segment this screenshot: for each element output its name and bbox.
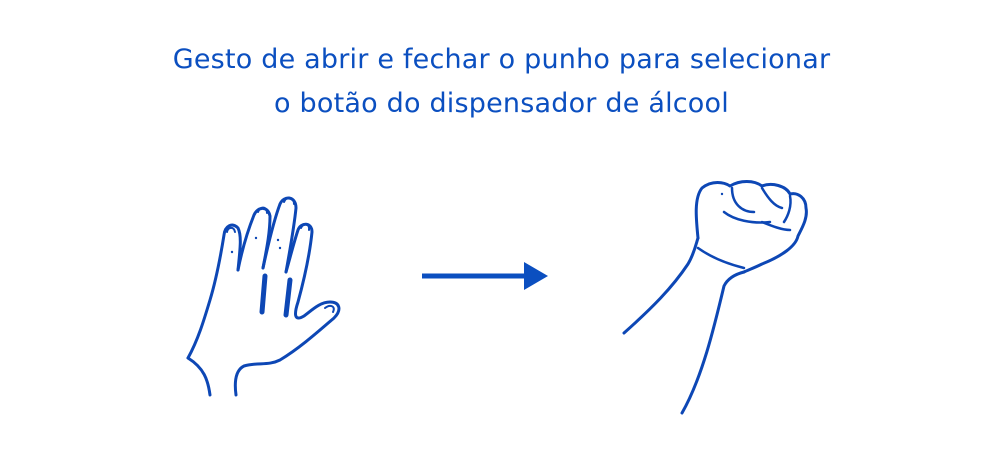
title-line-2: o botão do dispensador de álcool (274, 88, 729, 119)
right-arrow-icon (418, 256, 552, 296)
open-hand-icon (170, 190, 350, 405)
closed-fist-icon (612, 168, 818, 418)
title-line-1: Gesto de abrir e fechar o punho para sel… (172, 44, 831, 75)
instruction-title: Gesto de abrir e fechar o punho para sel… (0, 38, 1003, 126)
